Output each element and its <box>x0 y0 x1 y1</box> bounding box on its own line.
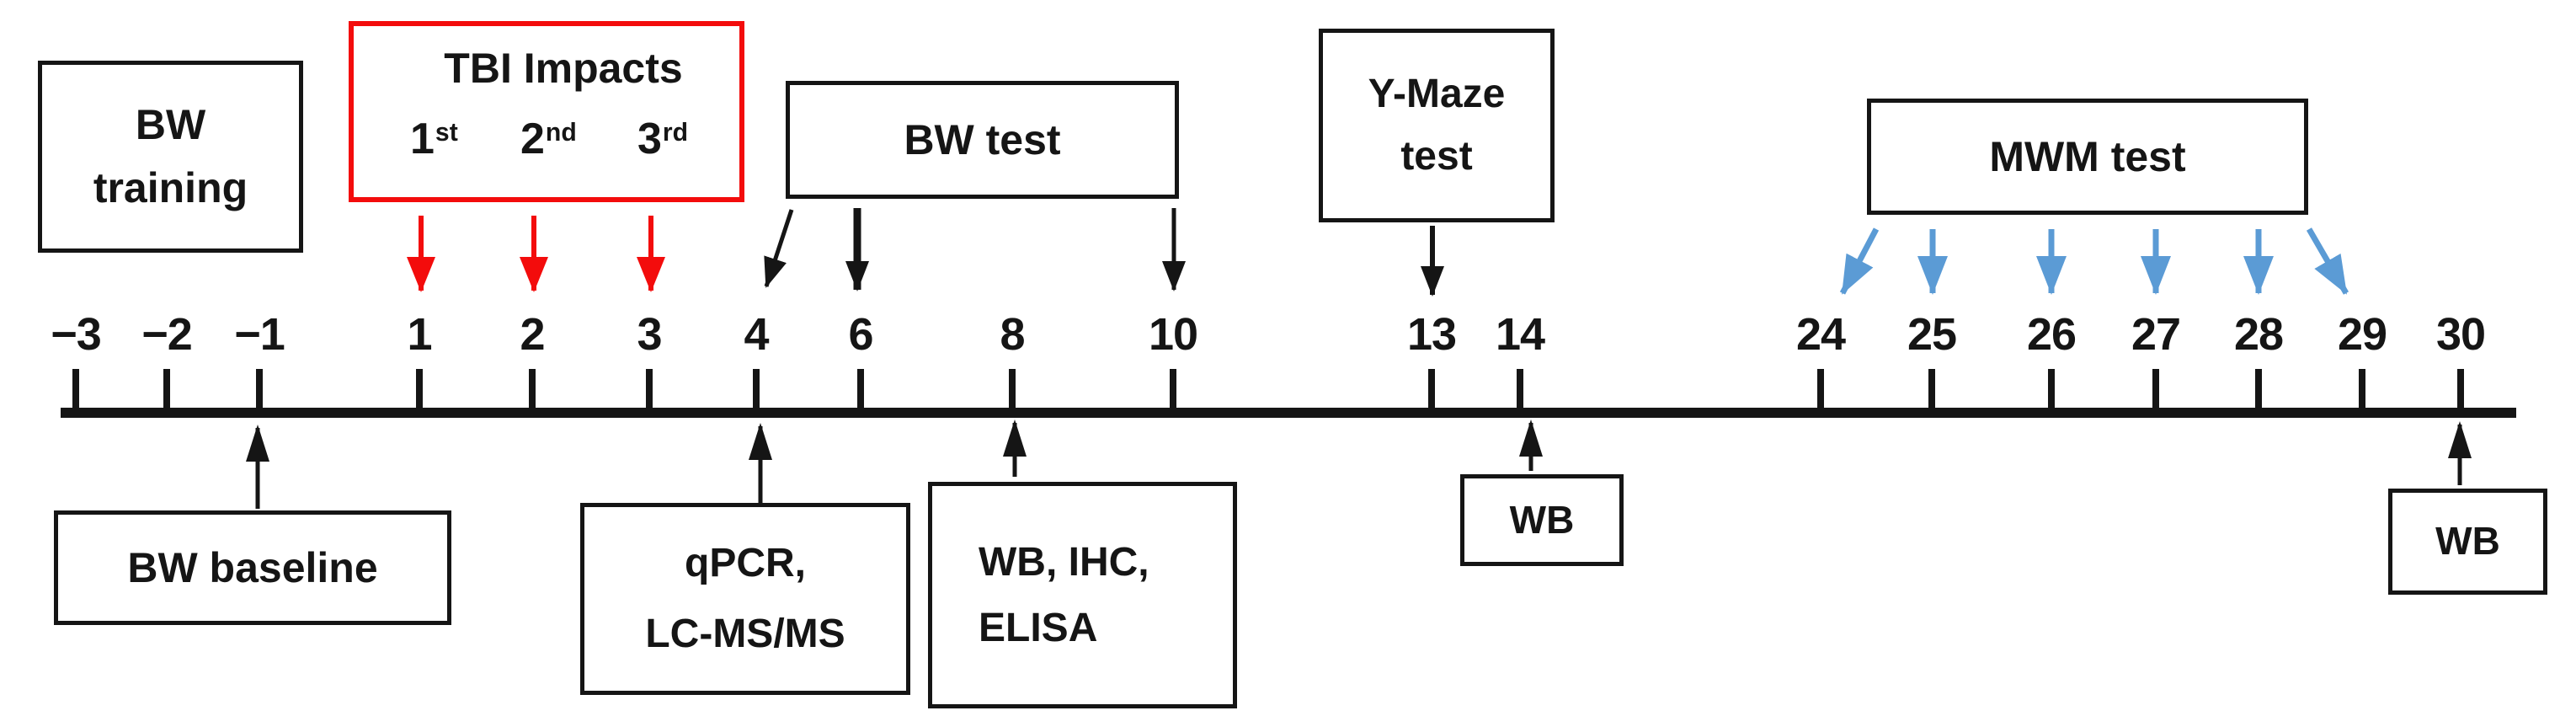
tick-label-day-27: 27 <box>2131 309 2181 360</box>
tick-mark-day-14 <box>1517 369 1523 408</box>
wb-day30-label: WB <box>2435 519 2500 564</box>
bw-training-line2: training <box>93 164 248 211</box>
tbi-impacts-title: TBI Impacts <box>444 45 683 92</box>
tick-label-day-25: 25 <box>1907 309 1957 360</box>
bw-training-box: BW training <box>38 61 303 253</box>
wb-ihc-elisa-box: WB, IHC, ELISA <box>928 482 1237 708</box>
bw-test-box: BW test <box>786 81 1179 199</box>
tick-mark-day-neg3 <box>72 369 79 408</box>
tick-label-day-neg1: −1 <box>234 309 285 360</box>
qpcr-line2: LC-MS/MS <box>645 612 845 656</box>
tick-label-day-28: 28 <box>2233 309 2284 360</box>
tick-label-day-13: 13 <box>1406 309 1457 360</box>
wb-ihc-line2: ELISA <box>979 605 1098 650</box>
tick-label-day-6: 6 <box>848 309 873 360</box>
tick-label-day-10: 10 <box>1148 309 1198 360</box>
bw-test-arrow-day-4 <box>764 209 794 288</box>
y-maze-box: Y-Maze test <box>1319 29 1555 222</box>
timeline-axis <box>61 408 2516 418</box>
tick-label-day-29: 29 <box>2337 309 2387 360</box>
tbi-ordinals-row: 1st 2nd 3rd <box>354 105 739 186</box>
tick-mark-day-3 <box>646 369 653 408</box>
wb-day14-label: WB <box>1509 497 1575 542</box>
tick-label-day-26: 26 <box>2026 309 2077 360</box>
bw-baseline-label: BW baseline <box>127 543 378 591</box>
tick-mark-day-13 <box>1428 369 1435 408</box>
tick-mark-day-1 <box>416 369 423 408</box>
tbi-impacts-box: TBI Impacts 1st 2nd 3rd <box>349 21 744 202</box>
tick-mark-day-6 <box>857 369 864 408</box>
tick-mark-day-10 <box>1170 369 1176 408</box>
tick-mark-day-26 <box>2048 369 2055 408</box>
tick-mark-day-8 <box>1009 369 1016 408</box>
y-maze-line1: Y-Maze <box>1368 71 1506 116</box>
tick-label-day-neg2: −2 <box>141 309 193 360</box>
tick-mark-day-28 <box>2255 369 2262 408</box>
mwm-test-label: MWM test <box>1989 132 2186 180</box>
bw-test-label: BW test <box>904 115 1061 163</box>
tick-mark-day-27 <box>2152 369 2159 408</box>
y-maze-line2: test <box>1400 134 1473 179</box>
tick-mark-day-25 <box>1928 369 1935 408</box>
wb-ihc-line1: WB, IHC, <box>979 539 1149 585</box>
tick-label-day-2: 2 <box>520 309 545 360</box>
tick-label-day-24: 24 <box>1795 309 1846 360</box>
tick-label-day-8: 8 <box>1000 309 1025 360</box>
tick-mark-day-30 <box>2457 369 2464 408</box>
mwm-arrow-day-29 <box>2306 227 2349 295</box>
tbi-ordinal-1st: 1st <box>410 115 458 163</box>
wb-day14-box: WB <box>1460 474 1624 566</box>
tick-label-day-1: 1 <box>407 309 432 360</box>
bw-training-line1: BW <box>135 101 206 148</box>
mwm-arrow-day-24 <box>1839 227 1880 295</box>
tick-marks <box>72 369 2464 408</box>
bw-baseline-box: BW baseline <box>54 510 451 625</box>
wb-day30-box: WB <box>2388 489 2547 595</box>
tbi-ordinal-3rd: 3rd <box>637 115 689 163</box>
tick-label-day-4: 4 <box>744 309 769 360</box>
tick-mark-day-4 <box>753 369 760 408</box>
tick-mark-day-29 <box>2359 369 2365 408</box>
qpcr-line1: qPCR, <box>685 541 806 585</box>
tick-label-day-30: 30 <box>2435 309 2486 360</box>
tick-label-day-3: 3 <box>637 309 662 360</box>
tick-mark-day-24 <box>1817 369 1824 408</box>
tbi-ordinal-2nd: 2nd <box>520 115 577 163</box>
tick-label-day-14: 14 <box>1495 309 1545 360</box>
tick-mark-day-neg1 <box>256 369 263 408</box>
tick-label-day-neg3: −3 <box>51 309 102 360</box>
tick-mark-day-2 <box>529 369 536 408</box>
mwm-test-box: MWM test <box>1867 99 2308 215</box>
qpcr-lcms-box: qPCR, LC-MS/MS <box>580 503 910 695</box>
tick-mark-day-neg2 <box>163 369 170 408</box>
